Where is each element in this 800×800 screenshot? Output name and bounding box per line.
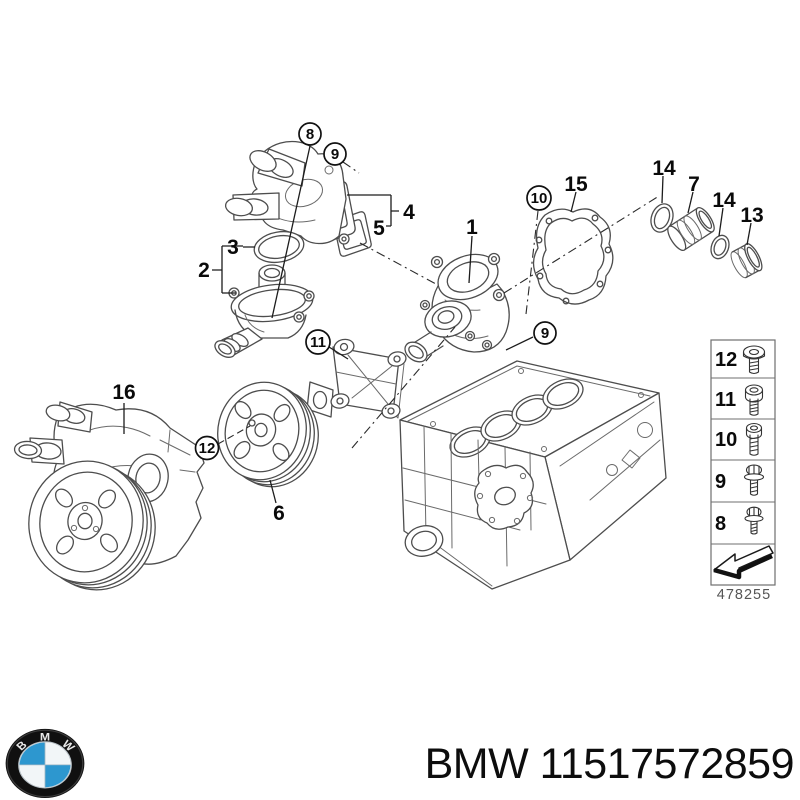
pump-support-bracket-drawing — [306, 338, 407, 419]
callout-bolt-9-bottom: 9 — [533, 321, 557, 345]
legend-row-8-label: 8 — [715, 513, 726, 535]
long-stud-screw-icon — [745, 422, 763, 456]
callout-bolt-12: 12 — [194, 435, 220, 461]
callout-leader-lines — [123, 145, 752, 504]
callout-part-14a: 14 — [652, 157, 676, 180]
callout-label: 9 — [541, 325, 549, 342]
thermostat-cover-drawing — [224, 140, 347, 245]
bmw-logo: B M W — [5, 728, 85, 798]
plain-callouts: 2 3 4 5 1 15 14 7 14 13 16 6 — [112, 157, 763, 525]
o-ring-large-drawing — [650, 203, 674, 233]
callout-bolt-11: 11 — [305, 329, 331, 355]
thermostat-housing-drawing — [214, 264, 315, 358]
callout-part-2: 2 — [198, 259, 210, 282]
callout-label: 8 — [306, 126, 314, 143]
exploded-diagram: 8 9 10 9 11 12 2 3 4 5 1 15 14 7 1 — [13, 122, 776, 603]
callout-bolt-10: 10 — [526, 185, 552, 211]
legend-row-12-label: 12 — [715, 349, 737, 371]
cheese-head-screw-icon — [744, 384, 764, 416]
logo-letter-m: M — [40, 732, 50, 743]
callout-label: 12 — [199, 440, 216, 457]
callout-part-3: 3 — [227, 236, 239, 259]
engine-block-drawing — [399, 360, 667, 590]
callout-part-16: 16 — [112, 381, 135, 404]
viewing-direction-arrow-icon — [713, 545, 774, 580]
water-pump-drawing — [404, 252, 510, 363]
fastener-legend: 12 11 10 9 8 — [710, 339, 776, 603]
torx-flange-screw-icon — [743, 464, 765, 496]
assembly-axis-lines — [217, 161, 660, 449]
circled-callouts: 8 9 10 9 11 12 — [194, 122, 557, 461]
callout-part-15: 15 — [564, 173, 588, 196]
connecting-pipe-drawing — [667, 206, 715, 252]
callout-part-7: 7 — [688, 173, 700, 196]
o-ring-small-drawing — [710, 234, 730, 260]
callout-label: 11 — [310, 334, 326, 351]
callout-bolt-9-top: 9 — [323, 142, 347, 166]
water-pump-gasket-drawing — [532, 208, 614, 305]
figure-number: 478255 — [717, 587, 771, 603]
callout-part-13: 13 — [740, 204, 763, 227]
pan-head-screw-icon — [742, 345, 766, 375]
legend-row-9-label: 9 — [715, 471, 726, 493]
o-ring-thermostat-drawing — [253, 230, 305, 264]
legend-row-10-label: 10 — [715, 429, 737, 451]
legend-row-11-label: 11 — [715, 389, 736, 411]
callout-bolt-8: 8 — [298, 122, 322, 146]
sealing-cap-drawing — [730, 243, 763, 279]
callout-part-5: 5 — [373, 217, 385, 240]
callout-part-6: 6 — [273, 502, 285, 525]
short-torx-screw-icon — [744, 506, 764, 535]
callout-label: 10 — [531, 190, 548, 207]
pulley-drawing — [217, 381, 319, 488]
callout-part-4: 4 — [403, 201, 415, 224]
callout-part-14b: 14 — [712, 189, 736, 212]
callout-part-1: 1 — [466, 216, 478, 239]
part-number-title: BMW 11517572859 — [424, 740, 795, 788]
assembled-water-pump-drawing — [13, 401, 205, 591]
callout-label: 9 — [331, 146, 339, 163]
